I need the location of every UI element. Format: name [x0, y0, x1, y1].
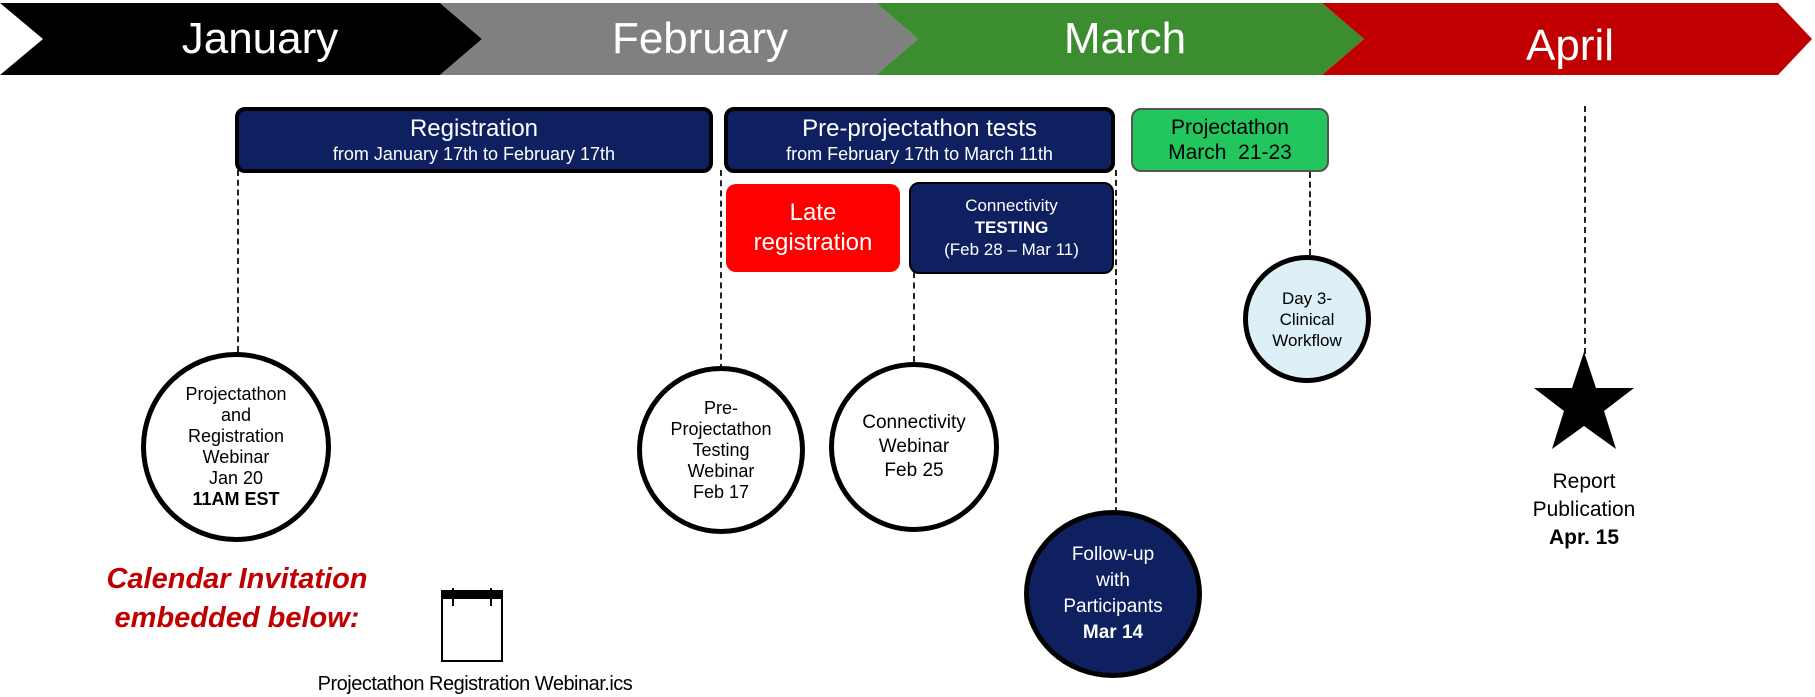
event-text: Day 3- — [1281, 288, 1333, 308]
connector-pretests — [720, 170, 722, 370]
month-arrow-march — [876, 3, 1364, 75]
connectivity-testing-line1: Connectivity — [965, 196, 1058, 215]
registration-title: Registration — [409, 115, 539, 142]
calendar-note-line1: Calendar Invitation — [106, 563, 368, 595]
day3-clinical-circle: Day 3- Clinical Workflow — [1243, 255, 1371, 383]
month-arrow-february — [440, 3, 918, 75]
month-arrow-april — [1322, 3, 1812, 75]
connectivity-testing-line2: TESTING — [974, 218, 1049, 237]
report-publication-label: Report Publication Apr. 15 — [1500, 468, 1668, 552]
month-banner — [0, 3, 1812, 75]
event-text: Pre- — [703, 397, 738, 418]
late-registration-line1: Late — [789, 199, 837, 226]
report-text: Report — [1552, 470, 1616, 493]
registration-webinar-circle: Projectathon and Registration Webinar Ja… — [141, 352, 331, 542]
late-registration-box: Late registration — [726, 184, 900, 272]
event-text: Workflow — [1272, 330, 1342, 350]
event-text: Webinar — [878, 436, 950, 457]
event-time: 11AM EST — [192, 489, 280, 509]
event-text: Testing — [692, 439, 750, 460]
followup-circle: Follow-up with Participants Mar 14 — [1024, 510, 1202, 678]
registration-dates: from January 17th to February 17th — [332, 144, 616, 164]
late-registration-line2: registration — [753, 229, 873, 256]
event-text: Registration — [187, 426, 285, 446]
connector-connectivity — [913, 272, 915, 362]
pretests-dates: from February 17th to March 11th — [786, 144, 1053, 164]
month-arrow-january — [0, 3, 482, 75]
calendar-note-line2: embedded below: — [114, 602, 360, 634]
projectathon-dates: March 21-23 — [1168, 141, 1292, 164]
connectivity-webinar-circle: Connectivity Webinar Feb 25 — [829, 362, 999, 532]
event-text: and — [220, 405, 252, 425]
pretesting-webinar-circle: Pre- Projectathon Testing Webinar Feb 17 — [637, 366, 805, 534]
event-text: Jan 20 — [208, 468, 264, 488]
connector-report — [1584, 106, 1586, 354]
calendar-filename[interactable]: Projectathon Registration Webinar.ics — [317, 673, 633, 695]
registration-phase-box: Registration from January 17th to Februa… — [235, 107, 713, 173]
connectivity-testing-box: Connectivity TESTING (Feb 28 – Mar 11) — [909, 182, 1114, 274]
month-label-april: April — [1525, 21, 1615, 70]
report-date: Apr. 15 — [1548, 526, 1620, 549]
connector-followup — [1115, 170, 1117, 523]
connector-projectathon — [1309, 172, 1311, 255]
event-text: Feb 17 — [692, 481, 750, 502]
event-text: with — [1096, 570, 1130, 591]
connector-registration — [237, 170, 239, 352]
event-text: Connectivity — [862, 412, 966, 433]
month-label-january: January — [181, 14, 339, 63]
event-text: Participants — [1063, 596, 1163, 617]
month-label-march: March — [1063, 14, 1187, 63]
event-date: Mar 14 — [1082, 622, 1144, 643]
pretests-title: Pre-projectathon tests — [802, 115, 1037, 142]
pretests-phase-box: Pre-projectathon tests from February 17t… — [724, 107, 1115, 173]
event-text: Webinar — [687, 460, 755, 481]
event-text: Feb 25 — [884, 460, 944, 481]
connectivity-testing-dates: (Feb 28 – Mar 11) — [944, 240, 1079, 259]
report-text: Publication — [1532, 498, 1636, 521]
event-text: Projectathon — [185, 384, 287, 404]
event-text: Follow-up — [1071, 544, 1155, 565]
projectathon-title: Projectathon — [1171, 116, 1289, 139]
calendar-invitation-note: Calendar Invitation embedded below: — [82, 560, 392, 638]
star-icon — [1534, 352, 1634, 449]
event-text: Projectathon — [670, 418, 772, 439]
projectathon-phase-box: Projectathon March 21-23 — [1131, 108, 1329, 172]
calendar-file-icon[interactable] — [439, 586, 507, 666]
month-label-february: February — [611, 14, 789, 63]
event-text: Clinical — [1279, 309, 1335, 329]
event-text: Webinar — [202, 447, 270, 467]
